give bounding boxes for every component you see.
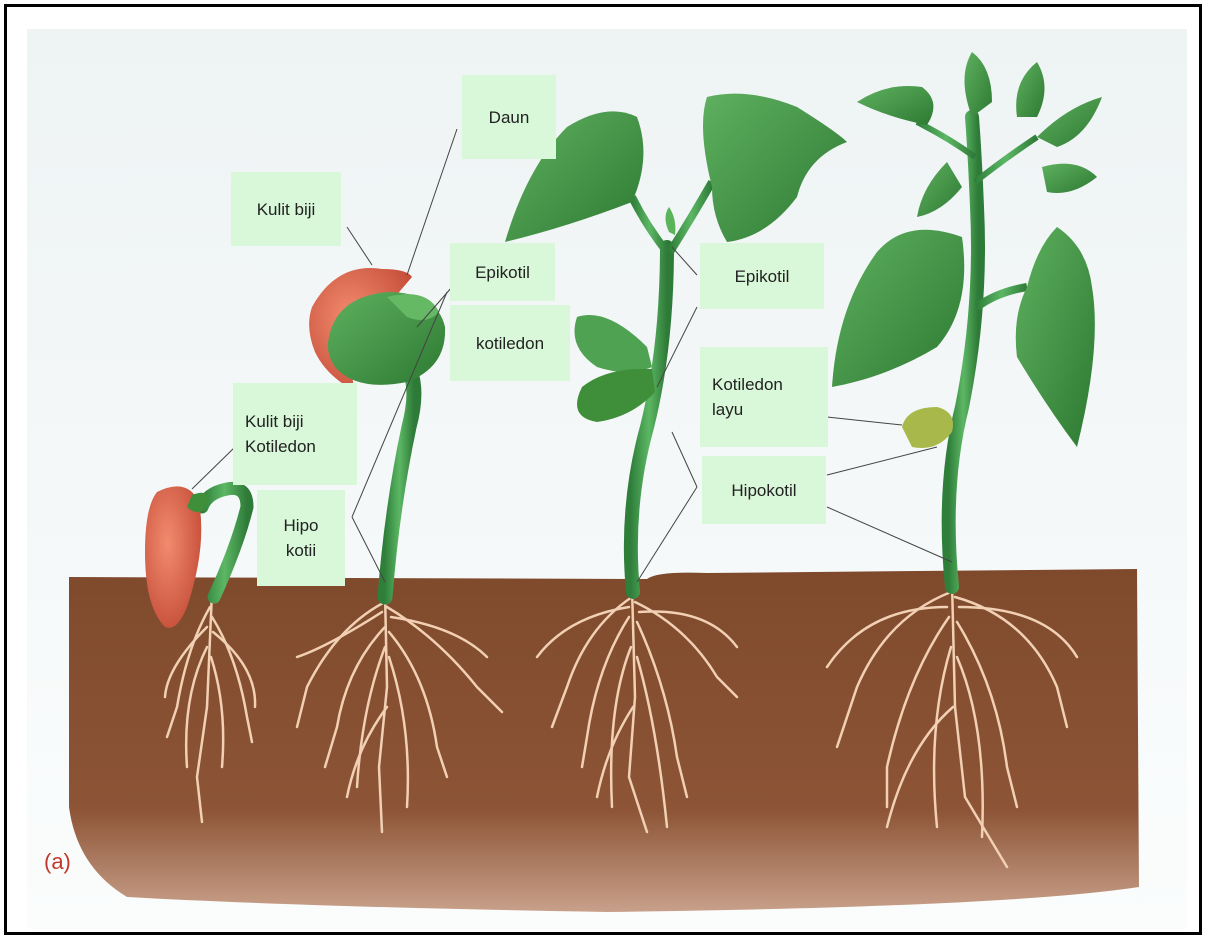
label-kotiledon-1: kotiledon — [450, 305, 570, 381]
label-kulit-biji-kotiledon: Kulit biji Kotiledon — [233, 383, 357, 485]
label-kulit-biji-kotiledon-line1: Kulit biji — [245, 409, 304, 434]
label-hipokotil-2: Hipokotil — [702, 456, 826, 524]
label-kulit-biji-kotiledon-line2: Kotiledon — [245, 434, 316, 459]
label-epikotil-1: Epikotil — [450, 243, 555, 301]
label-kulit-biji: Kulit biji — [231, 172, 341, 246]
label-hipokotil-1-line1: Hipo — [284, 513, 319, 538]
label-hipokotil-1: Hipo kotii — [257, 490, 345, 586]
label-kotiledon-layu-line1: Kotiledon — [712, 372, 783, 397]
label-kotiledon-layu: Kotiledon layu — [700, 347, 828, 447]
label-daun: Daun — [462, 75, 556, 159]
label-hipokotil-1-line2: kotii — [286, 538, 316, 563]
diagram-frame: Daun Kulit biji Epikotil kotiledon Kulit… — [4, 4, 1202, 935]
label-kotiledon-layu-line2: layu — [712, 397, 743, 422]
germination-illustration — [7, 7, 1202, 935]
label-epikotil-2: Epikotil — [700, 243, 824, 309]
figure-label: (a) — [44, 849, 71, 875]
